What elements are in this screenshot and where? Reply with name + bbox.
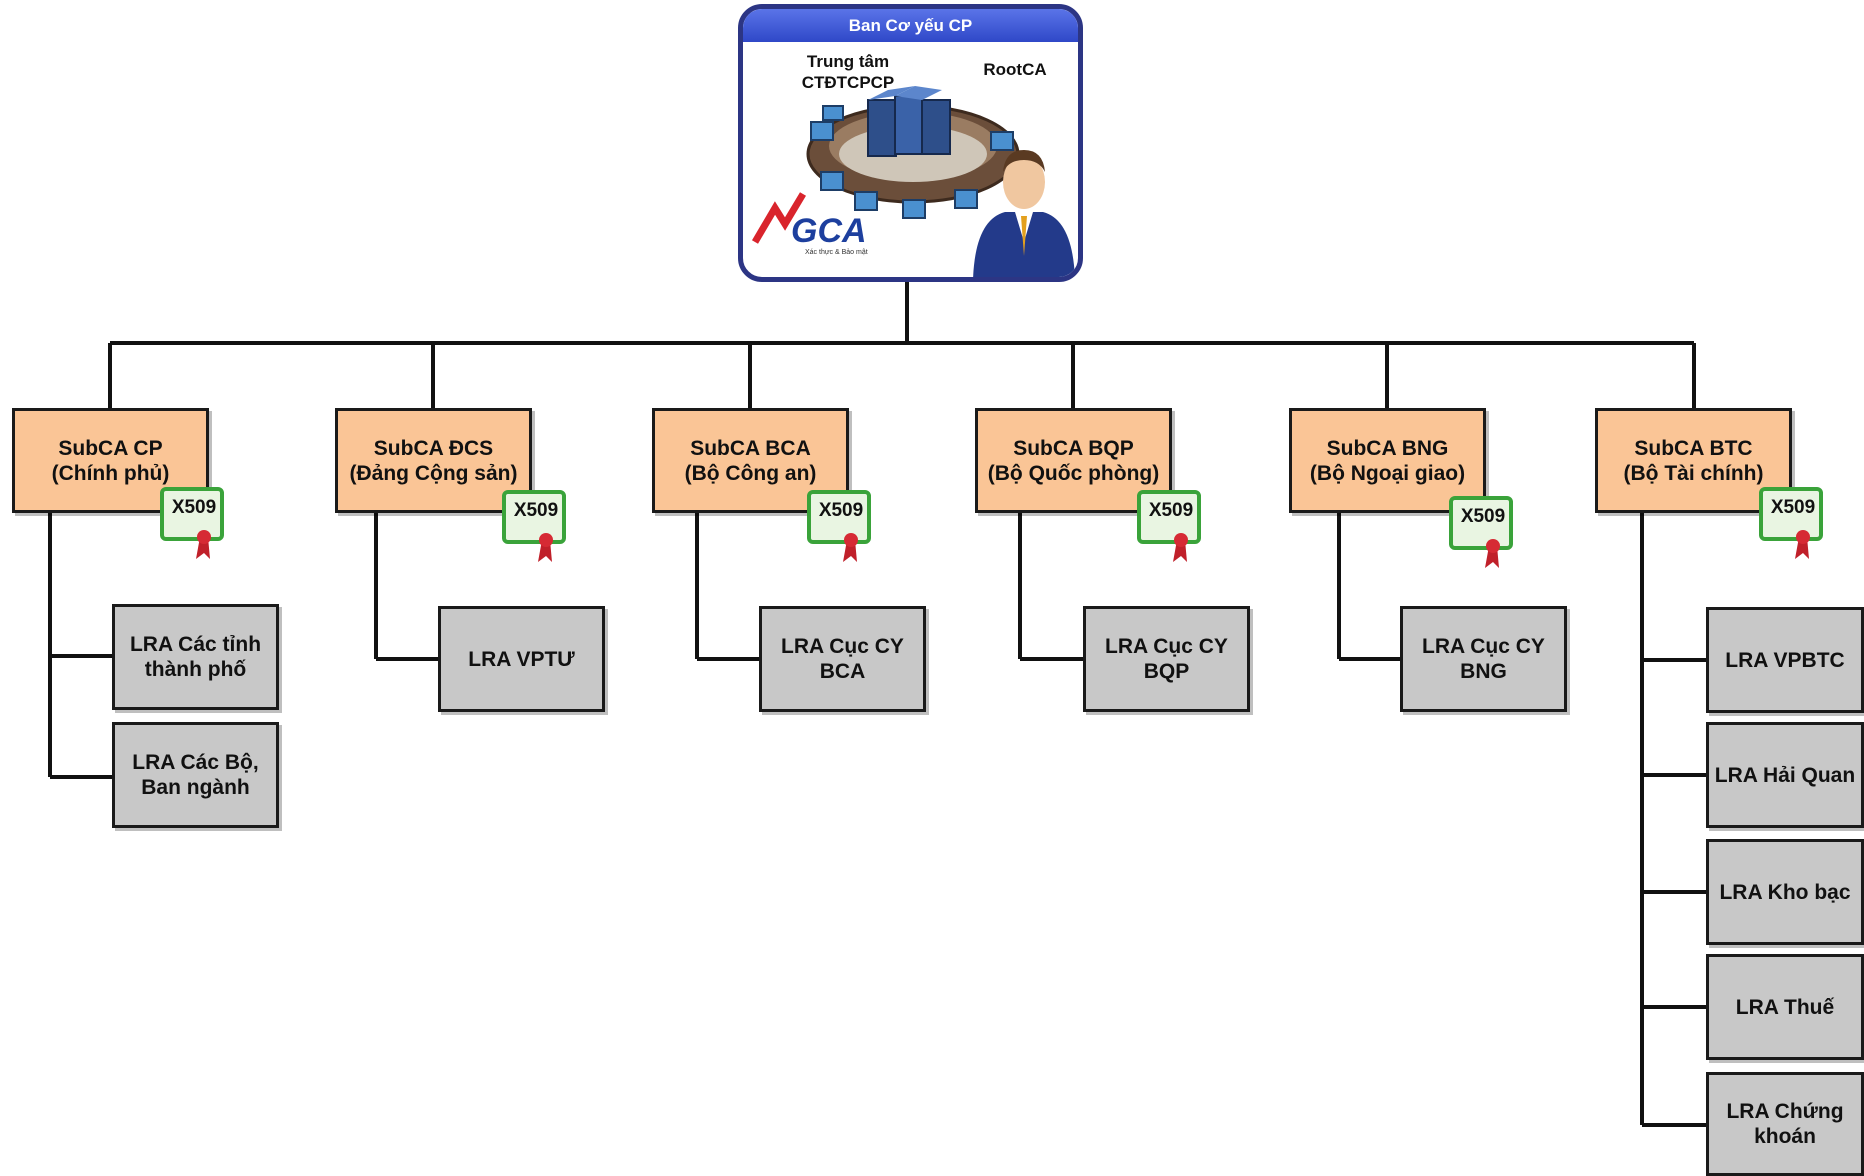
x509-label: X509 bbox=[171, 497, 217, 518]
datacenter-illustration: GCA Xác thực & Bảo mật bbox=[751, 86, 1075, 277]
lra-thue: LRA Thuế bbox=[1706, 954, 1864, 1060]
x509-label: X509 bbox=[513, 500, 559, 521]
root-title: Ban Cơ yếu CP bbox=[743, 9, 1078, 42]
subca-cp-line2: (Chính phủ) bbox=[51, 461, 170, 485]
x509-label: X509 bbox=[818, 500, 864, 521]
subca-bqp-line1: SubCA BQP bbox=[1013, 436, 1134, 460]
lra-label-line2: Ban ngành bbox=[141, 776, 250, 799]
lra-label-line2: BCA bbox=[819, 660, 866, 683]
subca-btc-line2: (Bộ Tài chính) bbox=[1623, 461, 1764, 485]
svg-text:Xác thực & Bảo mật: Xác thực & Bảo mật bbox=[805, 249, 868, 256]
subca-cp-line1: SubCA CP bbox=[58, 436, 163, 460]
lra-label-line2: BQP bbox=[1143, 660, 1190, 683]
lra-cuc-cy-bqp: LRA Cục CY BQP bbox=[1083, 606, 1250, 712]
svg-text:GCA: GCA bbox=[791, 212, 867, 250]
lra-label-line1: LRA Cục CY bbox=[1422, 635, 1545, 658]
lra-label-line1: LRA Thuế bbox=[1735, 995, 1835, 1019]
center-name: Trung tâm CTĐTCPCP bbox=[773, 51, 923, 93]
lra-label-line1: LRA VPBTC bbox=[1725, 648, 1845, 672]
root-ca-node: Ban Cơ yếu CP Trung tâm CTĐTCPCP RootCA bbox=[738, 4, 1083, 282]
lra-label-line1: LRA Kho bạc bbox=[1719, 880, 1851, 904]
subca-bca-line2: (Bộ Công an) bbox=[684, 461, 817, 485]
subca-bca-line1: SubCA BCA bbox=[690, 436, 811, 460]
x509-label: X509 bbox=[1460, 506, 1506, 527]
lra-label-line1: LRA Các Bộ, bbox=[132, 751, 259, 774]
x509-certificate-icon: X509 bbox=[502, 490, 570, 564]
vgca-logo-icon: GCA Xác thực & Bảo mật bbox=[751, 192, 868, 256]
subca-dcs: SubCA ĐCS (Đảng Cộng sản) bbox=[335, 408, 532, 513]
subca-btc-line1: SubCA BTC bbox=[1634, 436, 1753, 460]
subca-bng: SubCA BNG (Bộ Ngoại giao) bbox=[1289, 408, 1486, 513]
subca-bng-line1: SubCA BNG bbox=[1326, 436, 1449, 460]
client-computers-icon bbox=[810, 105, 1014, 219]
center-name-line2: CTĐTCPCP bbox=[801, 73, 895, 92]
lra-cac-tinh-thanh-pho: LRA Các tỉnh thành phố bbox=[112, 604, 279, 710]
x509-label: X509 bbox=[1770, 497, 1816, 518]
lra-label-line1: LRA Các tỉnh bbox=[129, 633, 262, 656]
lra-label-line1: LRA Cục CY bbox=[781, 635, 904, 658]
lra-cuc-cy-bca: LRA Cục CY BCA bbox=[759, 606, 926, 712]
subca-dcs-line1: SubCA ĐCS bbox=[373, 436, 494, 460]
rootca-label: RootCA bbox=[983, 60, 1047, 79]
x509-certificate-icon: X509 bbox=[1137, 490, 1205, 564]
lra-hai-quan: LRA Hải Quan bbox=[1706, 722, 1864, 828]
x509-certificate-icon: X509 bbox=[807, 490, 875, 564]
lra-kho-bac: LRA Kho bạc bbox=[1706, 839, 1864, 945]
lra-label-line1: LRA Hải Quan bbox=[1714, 763, 1856, 787]
administrator-person-icon bbox=[973, 150, 1075, 277]
lra-chung-khoan: LRA Chứng khoán bbox=[1706, 1072, 1864, 1176]
subca-dcs-line2: (Đảng Cộng sản) bbox=[349, 461, 518, 485]
subca-bng-line2: (Bộ Ngoại giao) bbox=[1309, 461, 1466, 485]
subca-bqp: SubCA BQP (Bộ Quốc phòng) bbox=[975, 408, 1172, 513]
x509-certificate-icon: X509 bbox=[160, 487, 228, 561]
server-rack-icon bbox=[867, 86, 951, 157]
lra-cac-bo-ban-nganh: LRA Các Bộ, Ban ngành bbox=[112, 722, 279, 828]
lra-vpbtc: LRA VPBTC bbox=[1706, 607, 1864, 713]
lra-label-line1: LRA Cục CY bbox=[1105, 635, 1228, 658]
center-name-line1: Trung tâm bbox=[806, 52, 890, 71]
x509-label: X509 bbox=[1148, 500, 1194, 521]
x509-certificate-icon: X509 bbox=[1449, 496, 1517, 570]
lra-label-line2: khoán bbox=[1754, 1125, 1816, 1148]
lra-label-line1: LRA VPTƯ bbox=[468, 647, 575, 671]
lra-vptu: LRA VPTƯ bbox=[438, 606, 605, 712]
lra-cuc-cy-bng: LRA Cục CY BNG bbox=[1400, 606, 1567, 712]
x509-certificate-icon: X509 bbox=[1759, 487, 1827, 561]
lra-label-line2: thành phố bbox=[144, 658, 247, 681]
subca-bqp-line2: (Bộ Quốc phòng) bbox=[987, 461, 1160, 485]
lra-label-line1: LRA Chứng bbox=[1726, 1100, 1844, 1123]
lra-label-line2: BNG bbox=[1460, 660, 1507, 683]
